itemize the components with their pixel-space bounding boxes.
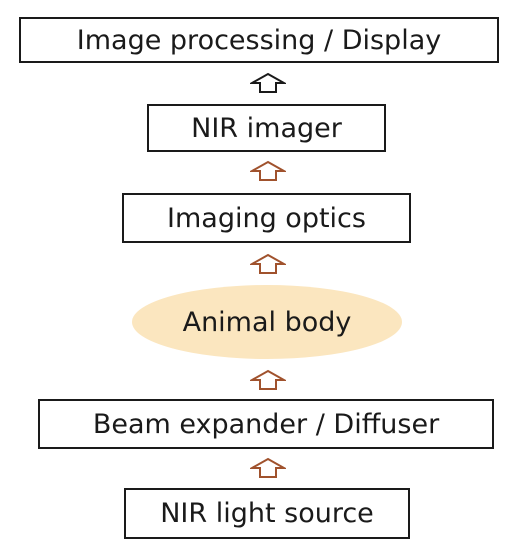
arrow-up-icon — [250, 369, 286, 391]
arrow-up-icon — [250, 72, 286, 94]
stage-nir-light-source: NIR light source — [124, 488, 410, 539]
stage-label: NIR imager — [191, 112, 342, 144]
stage-label: Image processing / Display — [76, 24, 442, 56]
stage-label: Beam expander / Diffuser — [92, 408, 440, 440]
arrow-up-icon — [250, 160, 286, 182]
stage-label: Animal body — [182, 306, 352, 338]
stage-animal-body: Animal body — [132, 285, 402, 359]
stage-nir-imager: NIR imager — [147, 104, 386, 152]
stage-label: NIR light source — [160, 498, 374, 529]
arrow-up-icon — [250, 457, 286, 479]
arrow-up-icon — [250, 253, 286, 275]
stage-beam-expander-diffuser: Beam expander / Diffuser — [38, 399, 494, 449]
stage-imaging-optics: Imaging optics — [122, 193, 411, 243]
stage-label: Imaging optics — [167, 202, 366, 234]
stage-image-processing-display: Image processing / Display — [19, 17, 499, 63]
